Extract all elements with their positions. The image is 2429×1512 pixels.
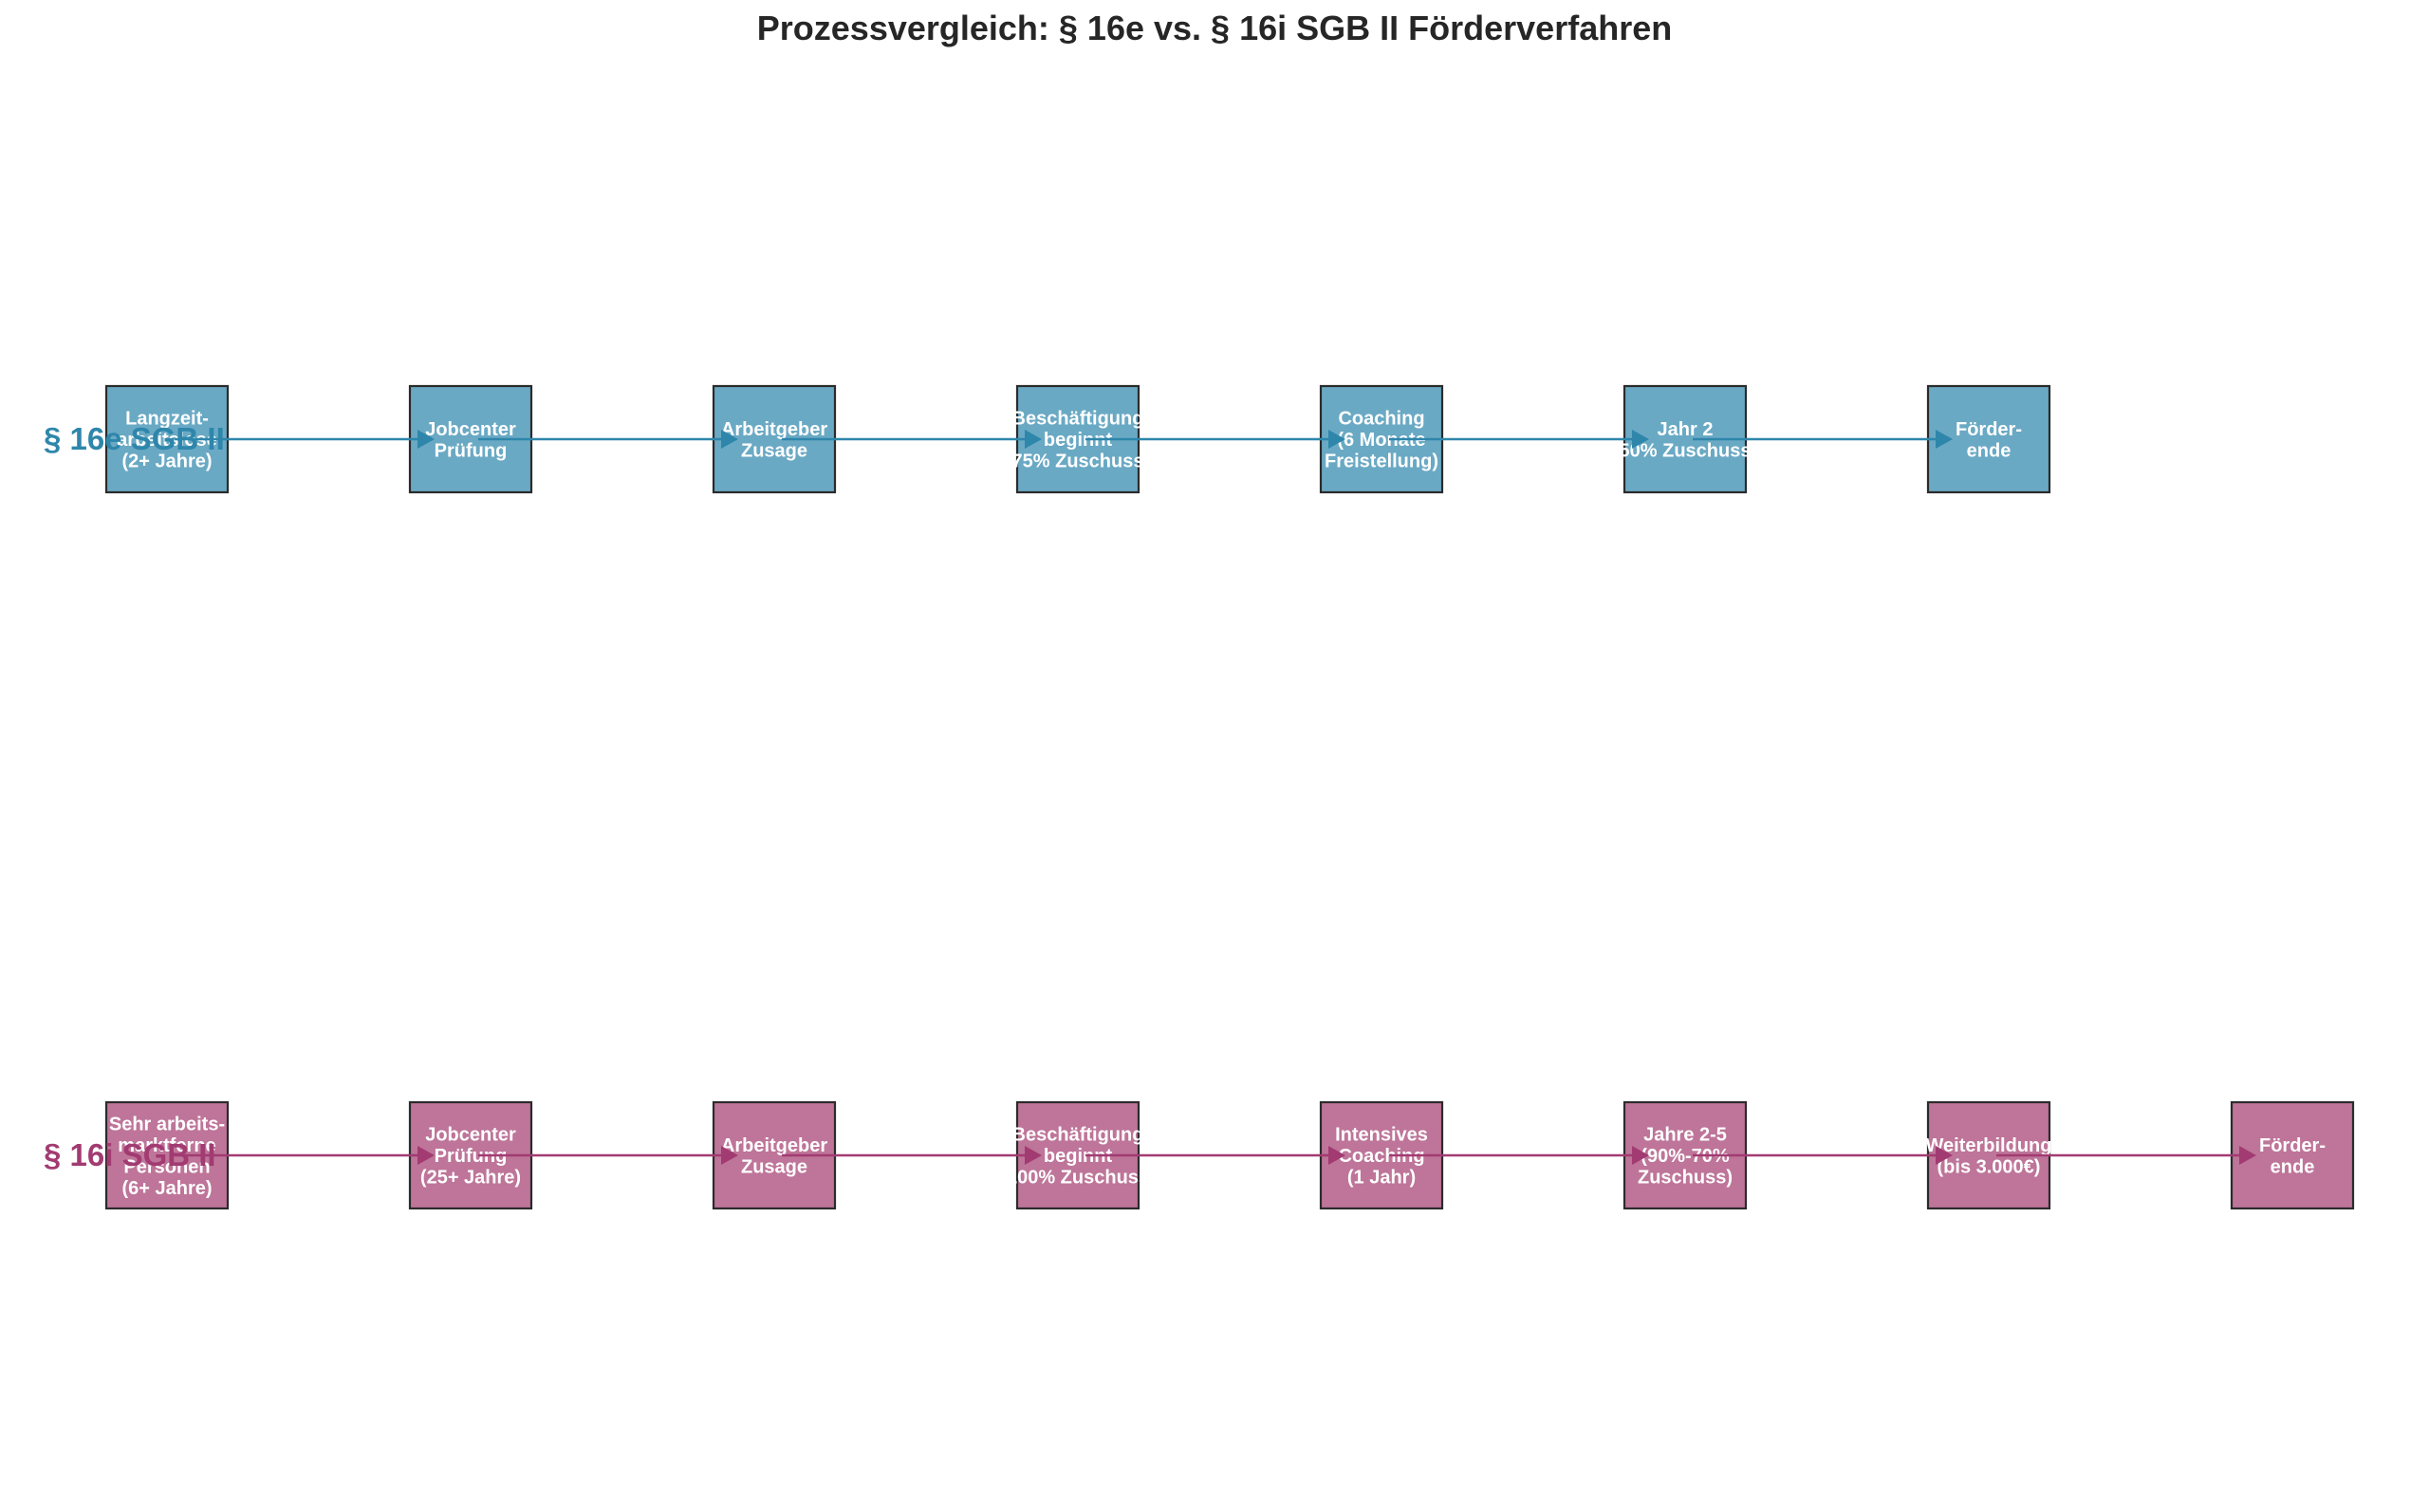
step-box-label-line: Weiterbildung	[1926, 1135, 2052, 1156]
flow-arrow-head	[417, 1146, 435, 1165]
step-box-label-line: Förder-	[2259, 1135, 2326, 1156]
step-box-label: Förder-ende	[2259, 1135, 2326, 1178]
step-box-label-line: Arbeitgeber	[721, 419, 827, 440]
step-box-label-line: Sehr arbeits-	[109, 1114, 225, 1134]
flow-arrow-head	[1632, 1146, 1649, 1165]
step-box-label-line: arbeitslose	[117, 430, 217, 451]
step-box-label-line: (6 Monate	[1337, 430, 1425, 451]
step-box-label: Jahr 2(50% Zuschuss)	[1613, 419, 1757, 462]
flow-arrow-head	[1328, 1146, 1345, 1165]
step-box-label: Weiterbildung(bis 3.000€)	[1926, 1135, 2052, 1178]
step-box-label-line: Zuschuss)	[1638, 1168, 1733, 1189]
flow-arrow	[1693, 1146, 1953, 1165]
step-box-label-line: beginnt	[1044, 1146, 1113, 1167]
step-box-label-line: Zusage	[741, 1156, 807, 1177]
step-box-label-line: Beschäftigung	[1012, 409, 1144, 430]
flow-arrow-head	[1328, 430, 1345, 449]
step-box-label-line: (25+ Jahre)	[420, 1168, 521, 1189]
flow-arrow	[1996, 1146, 2256, 1165]
step-box-label-line: (75% Zuschuss)	[1006, 452, 1150, 472]
step-box-label-line: (1 Jahr)	[1347, 1168, 1416, 1189]
flow-arrow	[782, 430, 1042, 449]
flow-arrow	[1389, 1146, 1649, 1165]
diagram-title: Prozessvergleich: § 16e vs. § 16i SGB II…	[757, 9, 1672, 47]
step-box-label-line: Jobcenter	[425, 1125, 516, 1146]
flow-arrow	[1085, 1146, 1345, 1165]
flow-arrow	[1389, 430, 1649, 449]
step-box-label-line: Langzeit-	[125, 409, 209, 430]
flow-arrow	[1085, 430, 1345, 449]
step-box-label-line: (100% Zuschuss)	[1000, 1168, 1155, 1189]
flow-arrow	[478, 1146, 738, 1165]
flow-arrow-head	[1025, 430, 1042, 449]
step-box-label-line: Personen	[123, 1156, 210, 1177]
flow-arrow	[782, 1146, 1042, 1165]
step-box-label-line: (90%-70%	[1641, 1146, 1730, 1167]
step-box-label-line: Coaching	[1338, 1146, 1424, 1167]
row-label: § 16e SGB II	[44, 421, 225, 456]
step-box-label-line: Jahr 2	[1658, 419, 1714, 440]
flow-arrow-head	[1632, 430, 1649, 449]
flow-arrow-head	[1936, 1146, 1953, 1165]
flow-arrow-head	[2239, 1146, 2256, 1165]
step-box-label-line: Jahre 2-5	[1643, 1125, 1727, 1146]
step-box-label-line: Coaching	[1338, 409, 1424, 430]
step-box-label: Jahre 2-5(90%-70%Zuschuss)	[1638, 1125, 1733, 1189]
flow-arrow-head	[417, 430, 435, 449]
step-box-label-line: Förder-	[1956, 419, 2022, 440]
step-box-label-line: Freistellung)	[1325, 452, 1438, 472]
step-box-label-line: Prüfung	[435, 440, 508, 461]
step-box-label: Förder-ende	[1956, 419, 2022, 462]
flow-arrow-head	[1025, 1146, 1042, 1165]
step-box-label-line: Arbeitgeber	[721, 1135, 827, 1156]
step-box-label-line: Beschäftigung	[1012, 1125, 1144, 1146]
step-box-label-line: (bis 3.000€)	[1938, 1156, 2041, 1177]
step-box-label-line: (50% Zuschuss)	[1613, 440, 1757, 461]
step-box-label-line: Jobcenter	[425, 419, 516, 440]
step-box-label-line: (6+ Jahre)	[121, 1178, 212, 1199]
step-box-label-line: Zusage	[741, 440, 807, 461]
flow-arrow	[478, 430, 738, 449]
flow-arrow	[175, 430, 435, 449]
flow-arrow	[175, 1146, 435, 1165]
step-box-label-line: ende	[2271, 1156, 2315, 1177]
row-label: § 16i SGB II	[44, 1137, 216, 1172]
step-box-label-line: ende	[1967, 440, 2012, 461]
step-box-label-line: beginnt	[1044, 430, 1113, 451]
step-box-label-line: Prüfung	[435, 1146, 508, 1167]
flow-arrow-head	[721, 430, 738, 449]
flow-arrow-head	[1936, 430, 1953, 449]
flow-arrow-head	[721, 1146, 738, 1165]
step-box-label: Langzeit-arbeitslose(2+ Jahre)	[117, 409, 217, 472]
step-box-label-line: marktferne	[118, 1135, 215, 1156]
step-box-label-line: Intensives	[1335, 1125, 1428, 1146]
step-box-label-line: (2+ Jahre)	[121, 452, 212, 472]
flow-arrow	[1693, 430, 1953, 449]
